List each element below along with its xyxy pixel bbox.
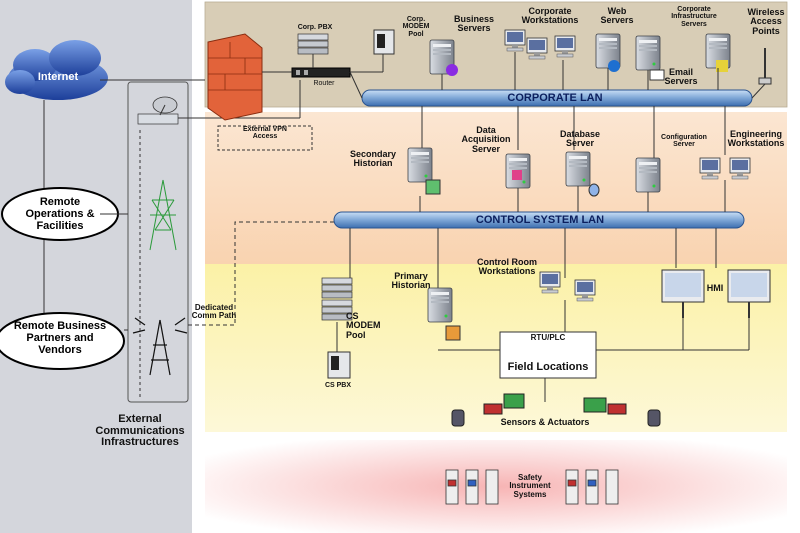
corp-modem-label: Corp. MODEM Pool — [402, 16, 430, 38]
database-server-label: Database Server — [559, 129, 601, 149]
satellite-dish-icon — [137, 96, 179, 125]
sensor-icon — [451, 393, 661, 427]
external-vpn-box — [217, 125, 313, 151]
transmission-tower-icon — [149, 179, 177, 251]
control-zone — [205, 112, 787, 264]
cs-pbx-icon — [327, 351, 351, 379]
secondary-historian-label: Secondary Historian — [349, 149, 397, 169]
corporate-workstations-label: Corporate Workstations — [521, 6, 579, 26]
configuration-server-icon — [635, 157, 661, 193]
control-system-lan-bus — [333, 211, 745, 229]
corp-modem-icon — [373, 29, 395, 55]
field-locations-box — [499, 331, 597, 379]
corp-infrastructure-servers-label: Corporate Infrastructure Servers — [671, 6, 717, 28]
email-servers-label: Email Servers — [664, 67, 698, 87]
cs-modem-pool-icon — [321, 277, 353, 299]
engineering-workstation-icon — [729, 157, 751, 180]
sensors-actuators-label: Sensors & Actuators — [500, 417, 590, 427]
hmi-screen-icon — [661, 269, 705, 318]
external-vpn-label: External VPN Access — [243, 126, 287, 141]
control-room-workstations-label: Control Room Workstations — [477, 257, 537, 277]
external-infrastructure-box — [127, 81, 189, 403]
control-lan-label: CONTROL SYSTEM LAN — [475, 214, 605, 226]
dedicated-path-label: Dedicated Comm Path — [191, 303, 237, 321]
remote-partners-oval — [0, 312, 125, 370]
corp-workstation-icon — [554, 35, 576, 58]
web-servers-label: Web Servers — [600, 6, 634, 26]
rtu-plc-label: RTU/PLC — [530, 333, 566, 342]
internet-cloud-icon — [5, 40, 108, 100]
external-infrastructure-label: External Communications Infrastructures — [95, 413, 185, 449]
radio-tower-icon — [132, 317, 188, 376]
hmi-screen-icon — [727, 269, 771, 318]
engineering-workstations-label: Engineering Workstations — [727, 129, 785, 149]
internet-label: Internet — [37, 71, 79, 83]
corp-pbx-label: Corp. PBX — [297, 24, 333, 31]
corporate-lan-label: CORPORATE LAN — [507, 92, 603, 104]
corp-pbx-icon — [297, 33, 329, 55]
remote-partners-label: Remote Business Partners and Vendors — [13, 320, 107, 357]
router-label: Router — [313, 80, 335, 87]
safety-instrument-icon — [445, 469, 619, 505]
cs-pbx-label: CS PBX — [324, 382, 352, 389]
safety-systems-label: Safety Instrument Systems — [509, 473, 551, 499]
control-room-workstation-icon — [574, 279, 596, 302]
primary-historian-icon — [427, 287, 453, 323]
data-acquisition-label: Data Acquisition Server — [461, 125, 511, 154]
field-locations-label: Field Locations — [507, 361, 589, 373]
database-server-icon — [565, 151, 591, 187]
engineering-workstation-icon — [699, 157, 721, 180]
hmi-label: HMI — [706, 283, 724, 293]
cs-modem-pool-label: CS MODEM Pool — [346, 311, 381, 340]
remote-ops-label: Remote Operations & Facilities — [25, 196, 95, 233]
business-servers-label: Business Servers — [453, 14, 495, 34]
firewall-icon — [207, 33, 263, 121]
secondary-historian-icon — [407, 147, 433, 183]
router-icon — [291, 67, 351, 78]
primary-historian-label: Primary Historian — [391, 271, 431, 291]
email-server-icon — [635, 35, 661, 71]
corp-workstation-icon — [504, 29, 526, 52]
configuration-server-label: Configuration Server — [661, 134, 707, 149]
corp-workstation-icon — [526, 37, 548, 60]
wireless-ap-label: Wireless Access Points — [747, 7, 785, 36]
